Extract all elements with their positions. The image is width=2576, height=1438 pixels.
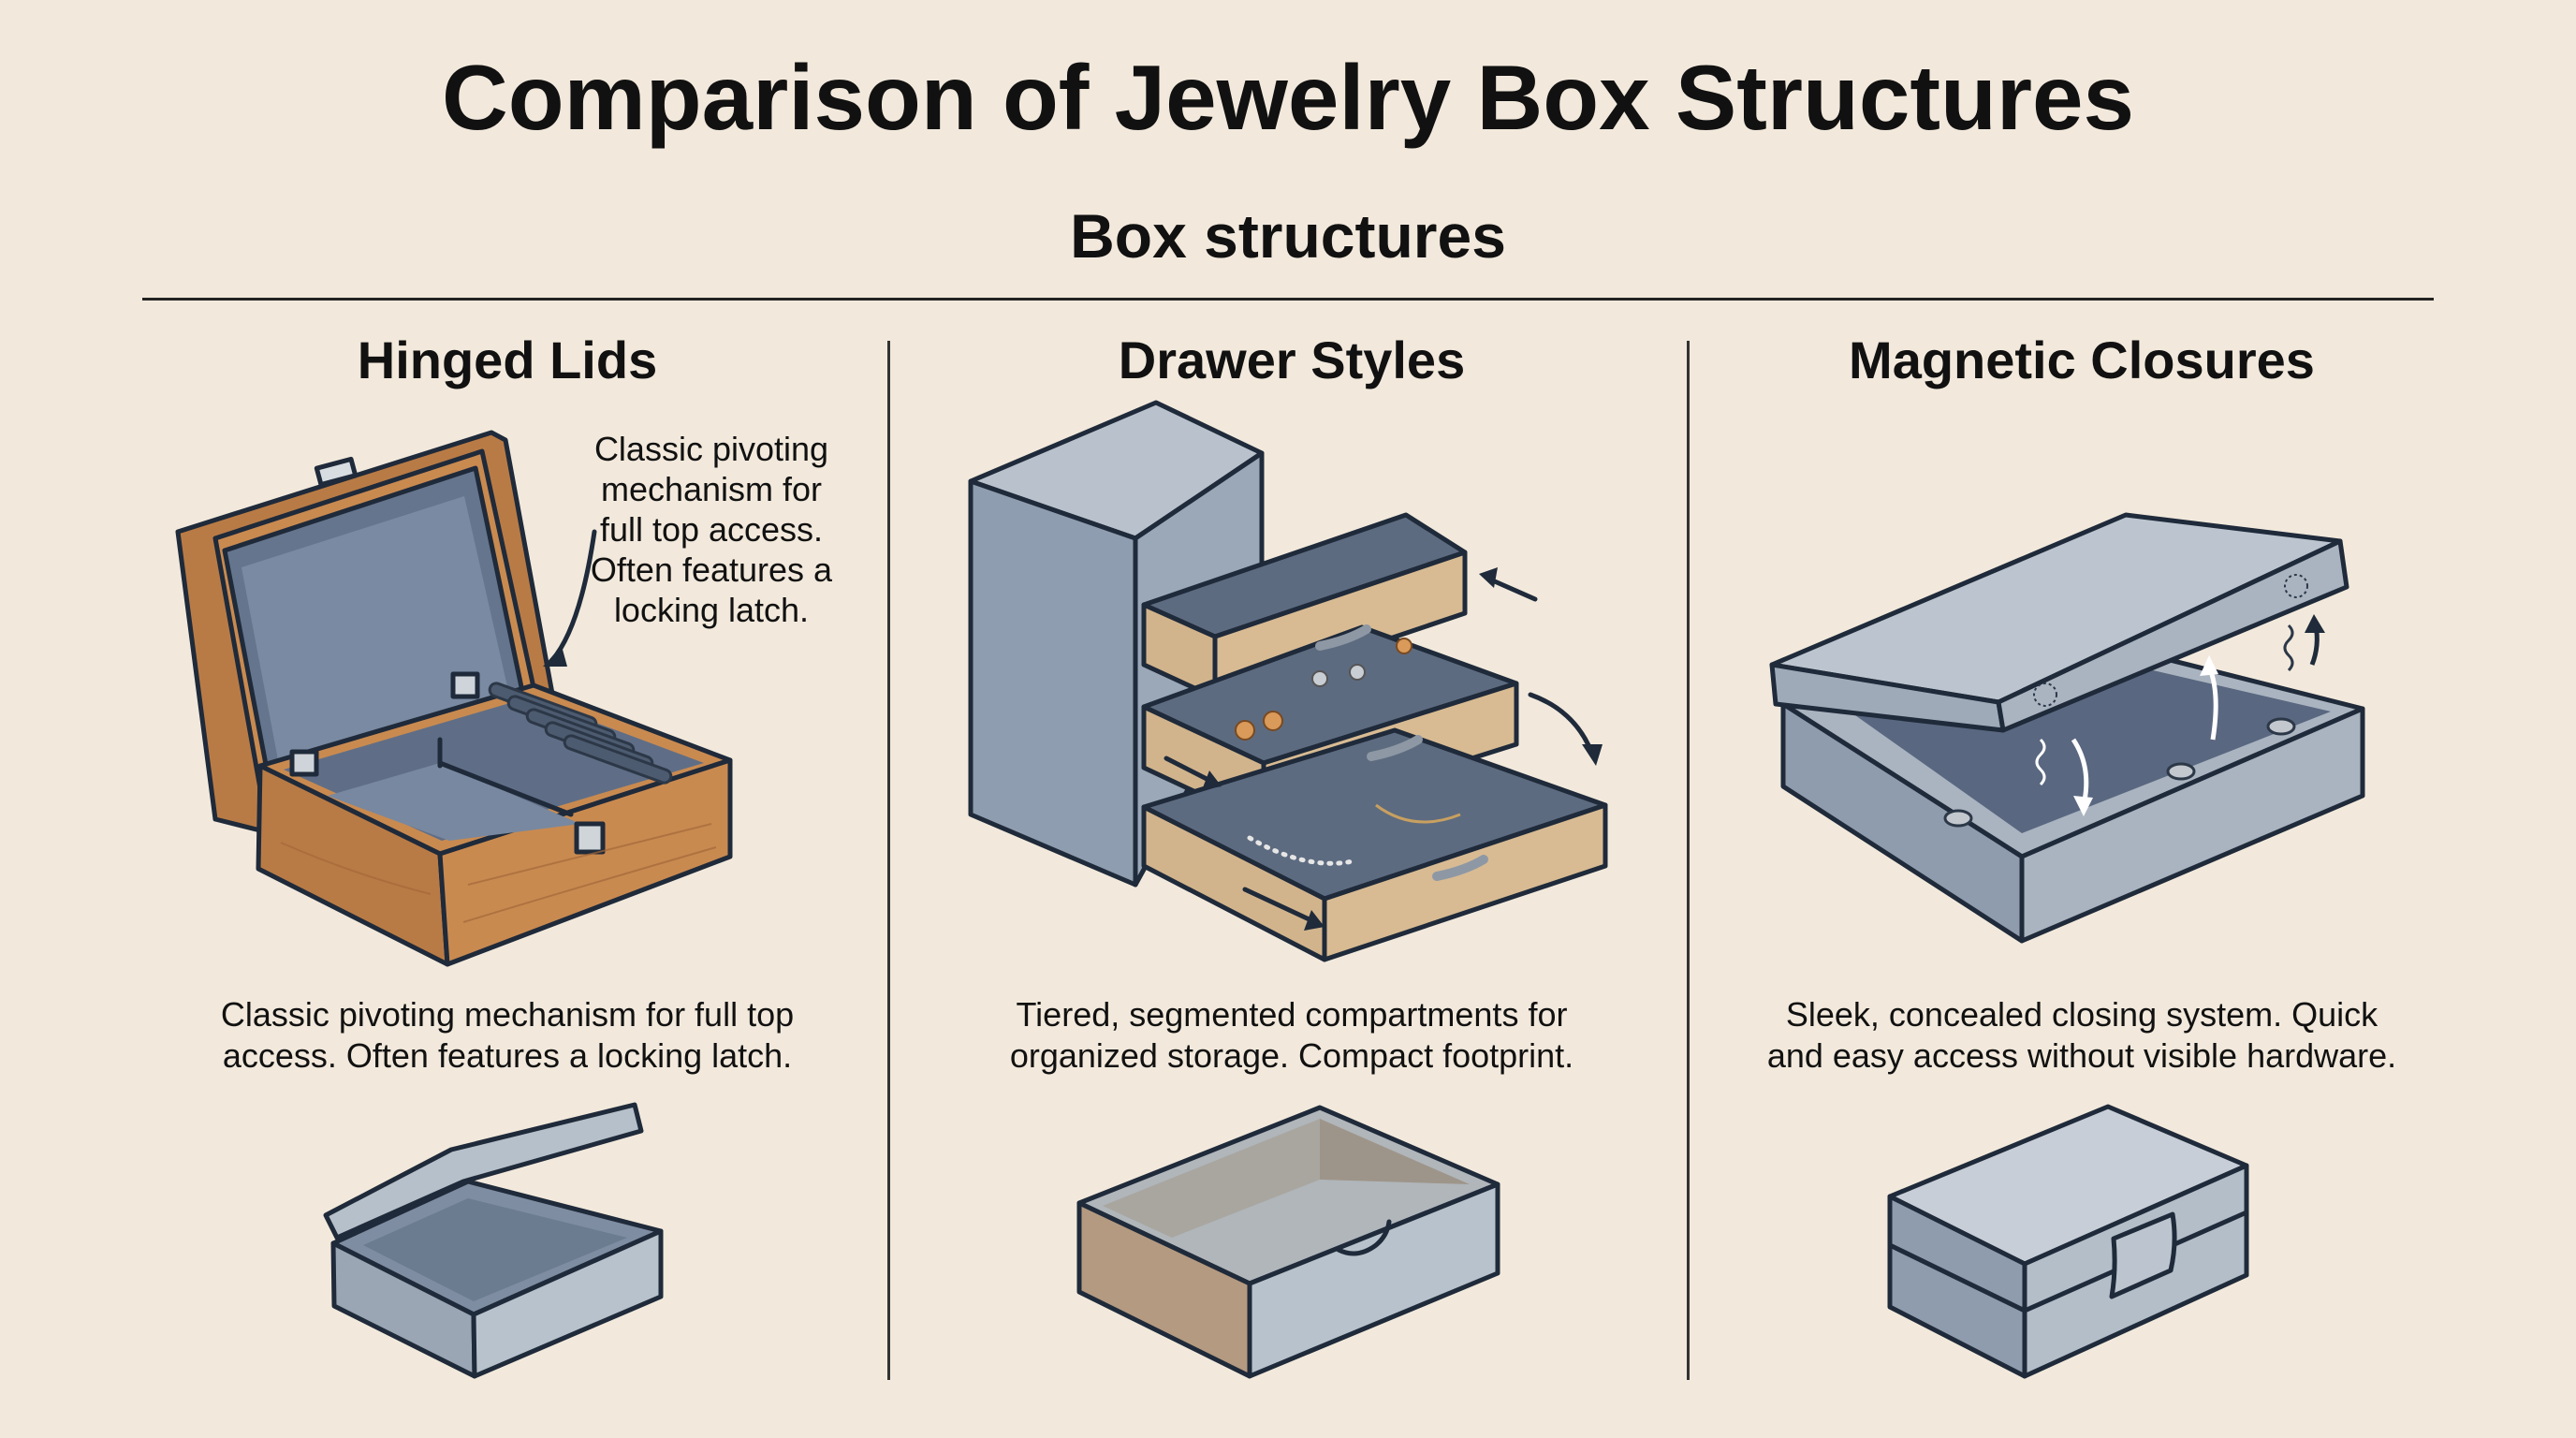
header-divider xyxy=(142,298,2434,301)
description-line: Sleek, concealed closing system. Quick xyxy=(1785,995,2378,1034)
column-title: Drawer Styles xyxy=(1118,330,1466,389)
base xyxy=(256,671,733,967)
description-line: Tiered, segmented compartments for xyxy=(1016,995,1568,1034)
callout-line: full top access. xyxy=(599,510,824,549)
column-divider-2 xyxy=(1687,341,1690,1380)
callout-line: Classic pivoting xyxy=(593,430,829,468)
callout-line: locking latch. xyxy=(613,591,810,629)
column-description: Sleek, concealed closing system. Quick a… xyxy=(1717,994,2447,1077)
magnetic-motion-arrows xyxy=(2035,614,2325,816)
callout-line: mechanism for xyxy=(600,470,823,508)
column-title: Magnetic Closures xyxy=(1849,330,2315,389)
page-title: Comparison of Jewelry Box Structures xyxy=(441,46,2135,149)
callout-text: Classic pivoting mechanism for full top … xyxy=(562,429,861,630)
description-line: and easy access without visible hardware… xyxy=(1766,1036,2397,1075)
column-title: Hinged Lids xyxy=(357,330,658,389)
description-line: organized storage. Compact footprint. xyxy=(1009,1036,1574,1075)
callout-line: Often features a xyxy=(590,550,833,589)
motion-arrows xyxy=(1164,567,1603,931)
section-subtitle: Box structures xyxy=(1070,201,1506,271)
description-line: Classic pivoting mechanism for full top xyxy=(220,995,795,1034)
column-description: Classic pivoting mechanism for full top … xyxy=(142,994,872,1077)
description-line: access. Often features a locking latch. xyxy=(222,1036,793,1075)
column-divider-1 xyxy=(887,341,890,1380)
column-description: Tiered, segmented compartments for organ… xyxy=(927,994,1657,1077)
